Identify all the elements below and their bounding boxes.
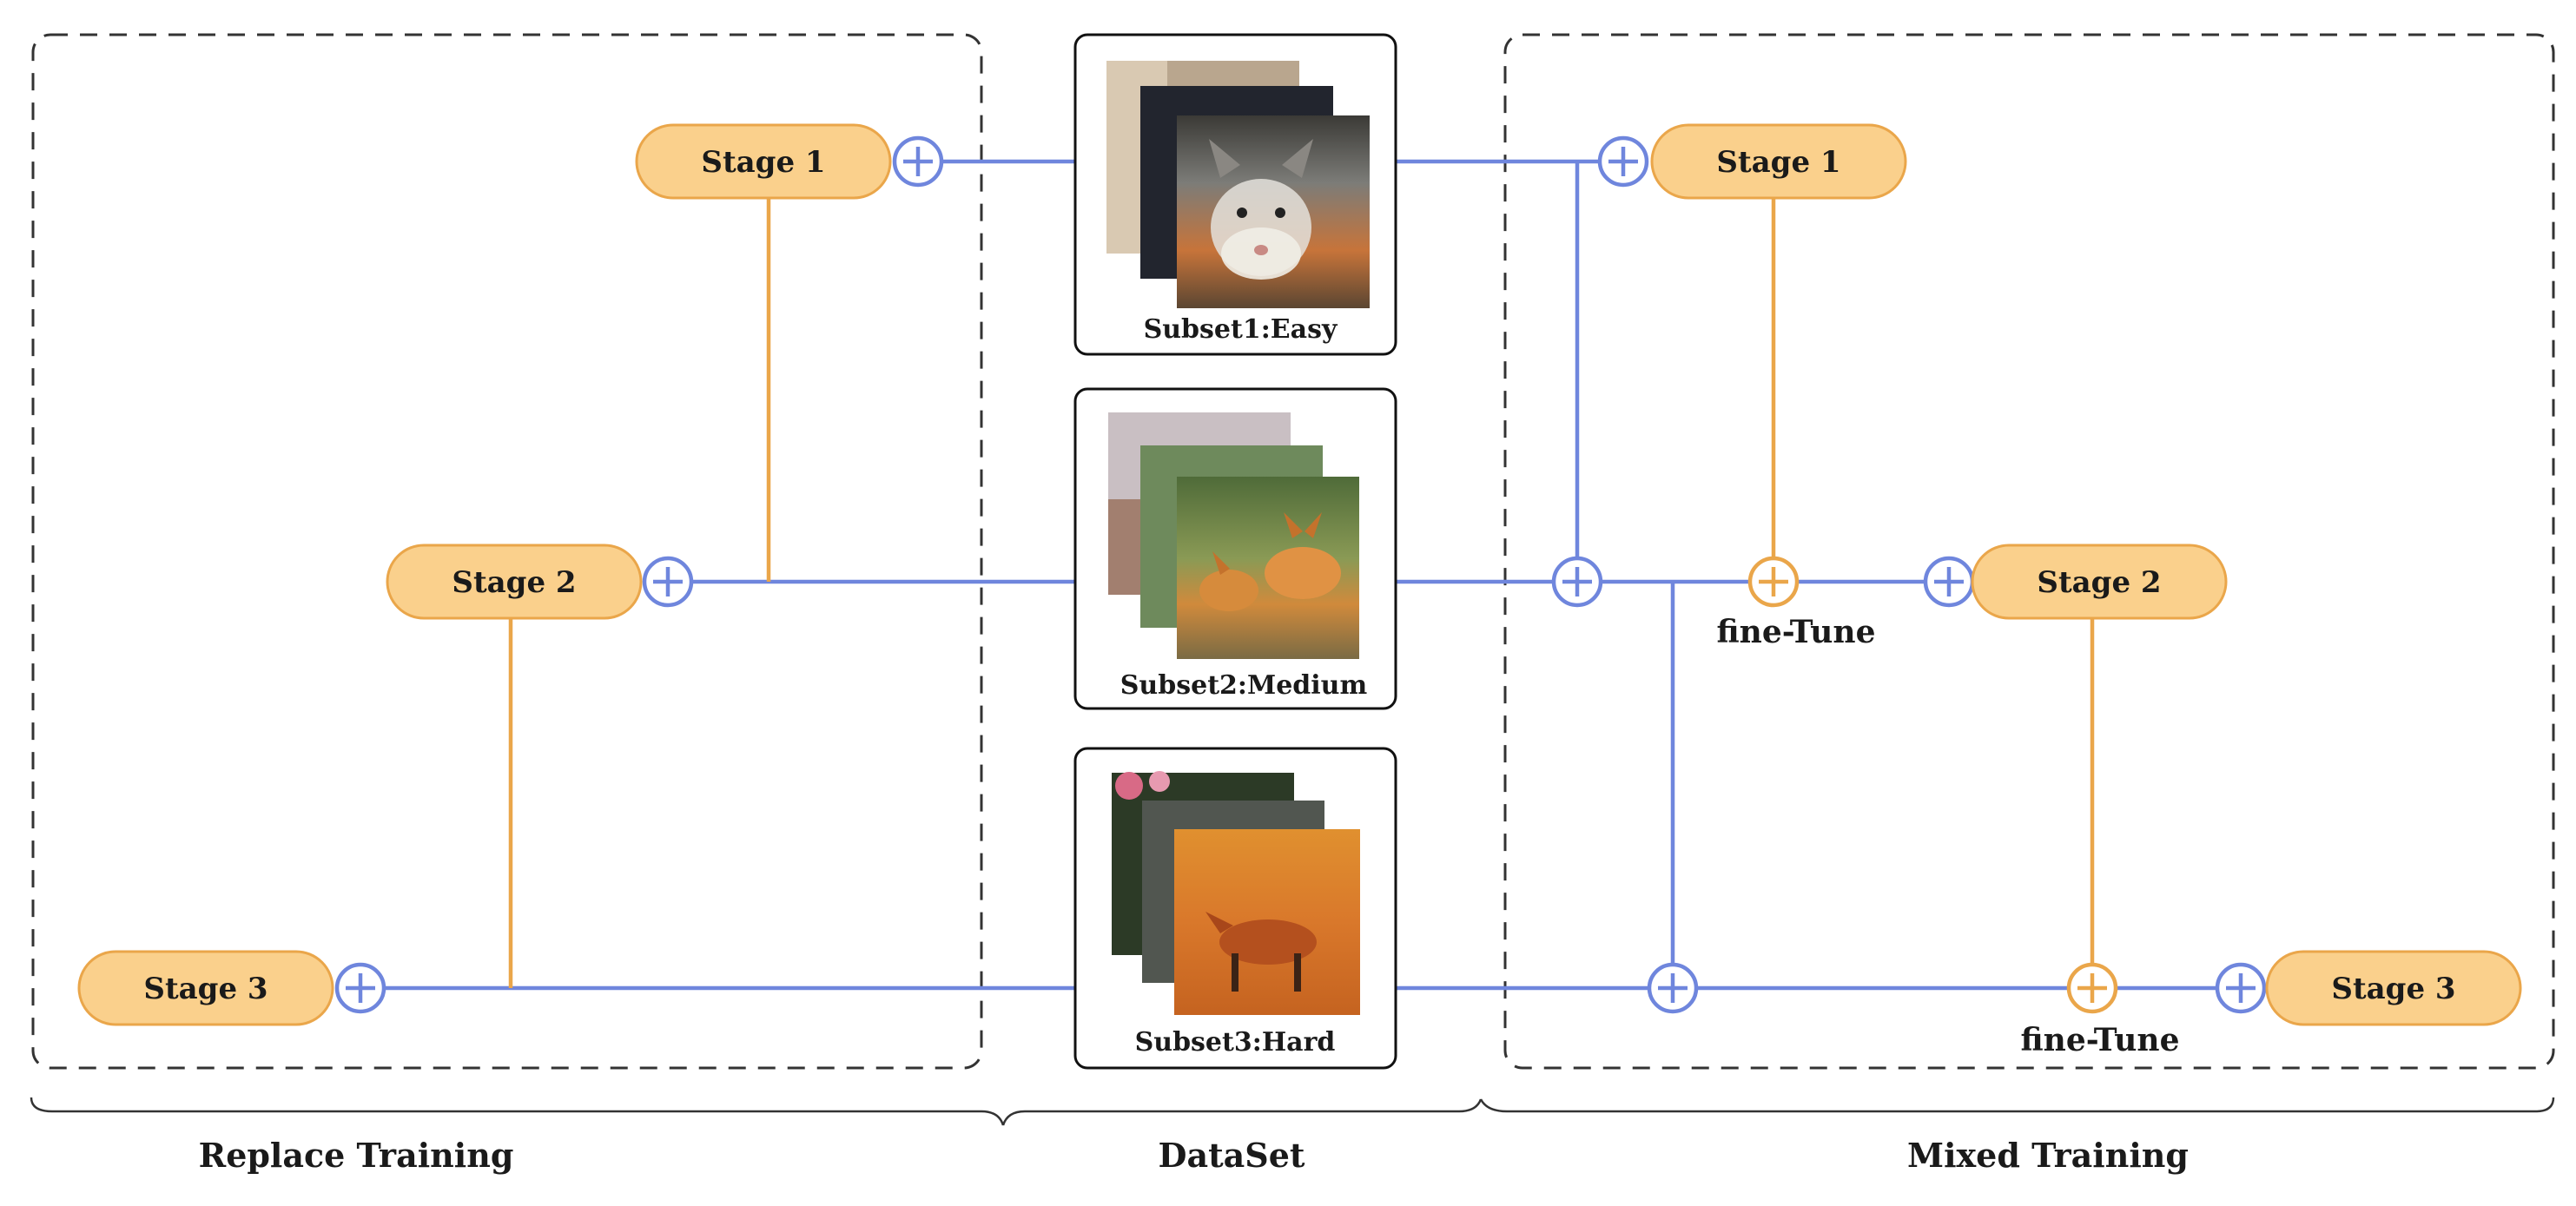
subset-1-card: Subset1:Easy [1073, 33, 1397, 356]
finetune-label-1: fine-Tune [1717, 614, 1876, 650]
subset-2-label: Subset2:Medium [1120, 670, 1368, 701]
plus-circle-icon [1923, 556, 1975, 608]
plus-circle-icon [892, 135, 944, 188]
plus-circle-icon [642, 556, 694, 608]
plus-circle-icon [1647, 962, 1699, 1014]
subset-2-card: Subset2:Medium [1073, 387, 1397, 710]
mixed-stage-3-label: Stage 3 [2331, 972, 2455, 1006]
replace-training-frame [31, 33, 983, 1070]
replace-stage-2-label: Stage 2 [452, 565, 576, 600]
subset-1-label: Subset1:Easy [1144, 314, 1338, 345]
mixed-training-title: Mixed Training [1907, 1136, 2189, 1175]
section-braces [30, 1097, 2555, 1126]
subset-3-label: Subset3:Hard [1135, 1027, 1336, 1058]
mixed-stage-2: Stage 2 [1971, 544, 2228, 620]
fox-photo [1106, 61, 1370, 308]
replace-training-title: Replace Training [199, 1136, 514, 1175]
plus-circle-icon [2066, 962, 2118, 1014]
plus-circle-icon [1551, 556, 1603, 608]
dataset-brace [1001, 1098, 1483, 1126]
mixed-stage-1: Stage 1 [1650, 123, 1907, 200]
plus-circle-icon [1597, 135, 1649, 188]
plus-circle-icon [334, 962, 386, 1014]
subset-3-card: Subset3:Hard [1073, 747, 1397, 1070]
mixed-training-brace [1479, 1097, 2555, 1113]
orange-connections [508, 198, 2095, 988]
mixed-stage-1-label: Stage 1 [1716, 145, 1840, 180]
fox-photo [1112, 771, 1360, 1015]
replace-stage-3: Stage 3 [77, 950, 334, 1026]
replace-stage-3-label: Stage 3 [143, 972, 268, 1006]
replace-stage-2: Stage 2 [386, 544, 643, 620]
plus-circles [334, 135, 2267, 1014]
mixed-stage-2-label: Stage 2 [2037, 565, 2161, 600]
replace-stage-1: Stage 1 [635, 123, 892, 200]
mixed-stage-3: Stage 3 [2265, 950, 2522, 1026]
blue-connections [385, 159, 2216, 991]
plus-circle-icon [1747, 556, 1800, 608]
fox-photo [1108, 412, 1359, 659]
finetune-label-2: fine-Tune [2021, 1022, 2180, 1058]
replace-stage-1-label: Stage 1 [701, 145, 825, 180]
replace-training-brace [30, 1097, 1005, 1126]
plus-circle-icon [2215, 962, 2267, 1014]
dataset-title: DataSet [1159, 1136, 1305, 1175]
mixed-training-frame [1503, 33, 2555, 1070]
